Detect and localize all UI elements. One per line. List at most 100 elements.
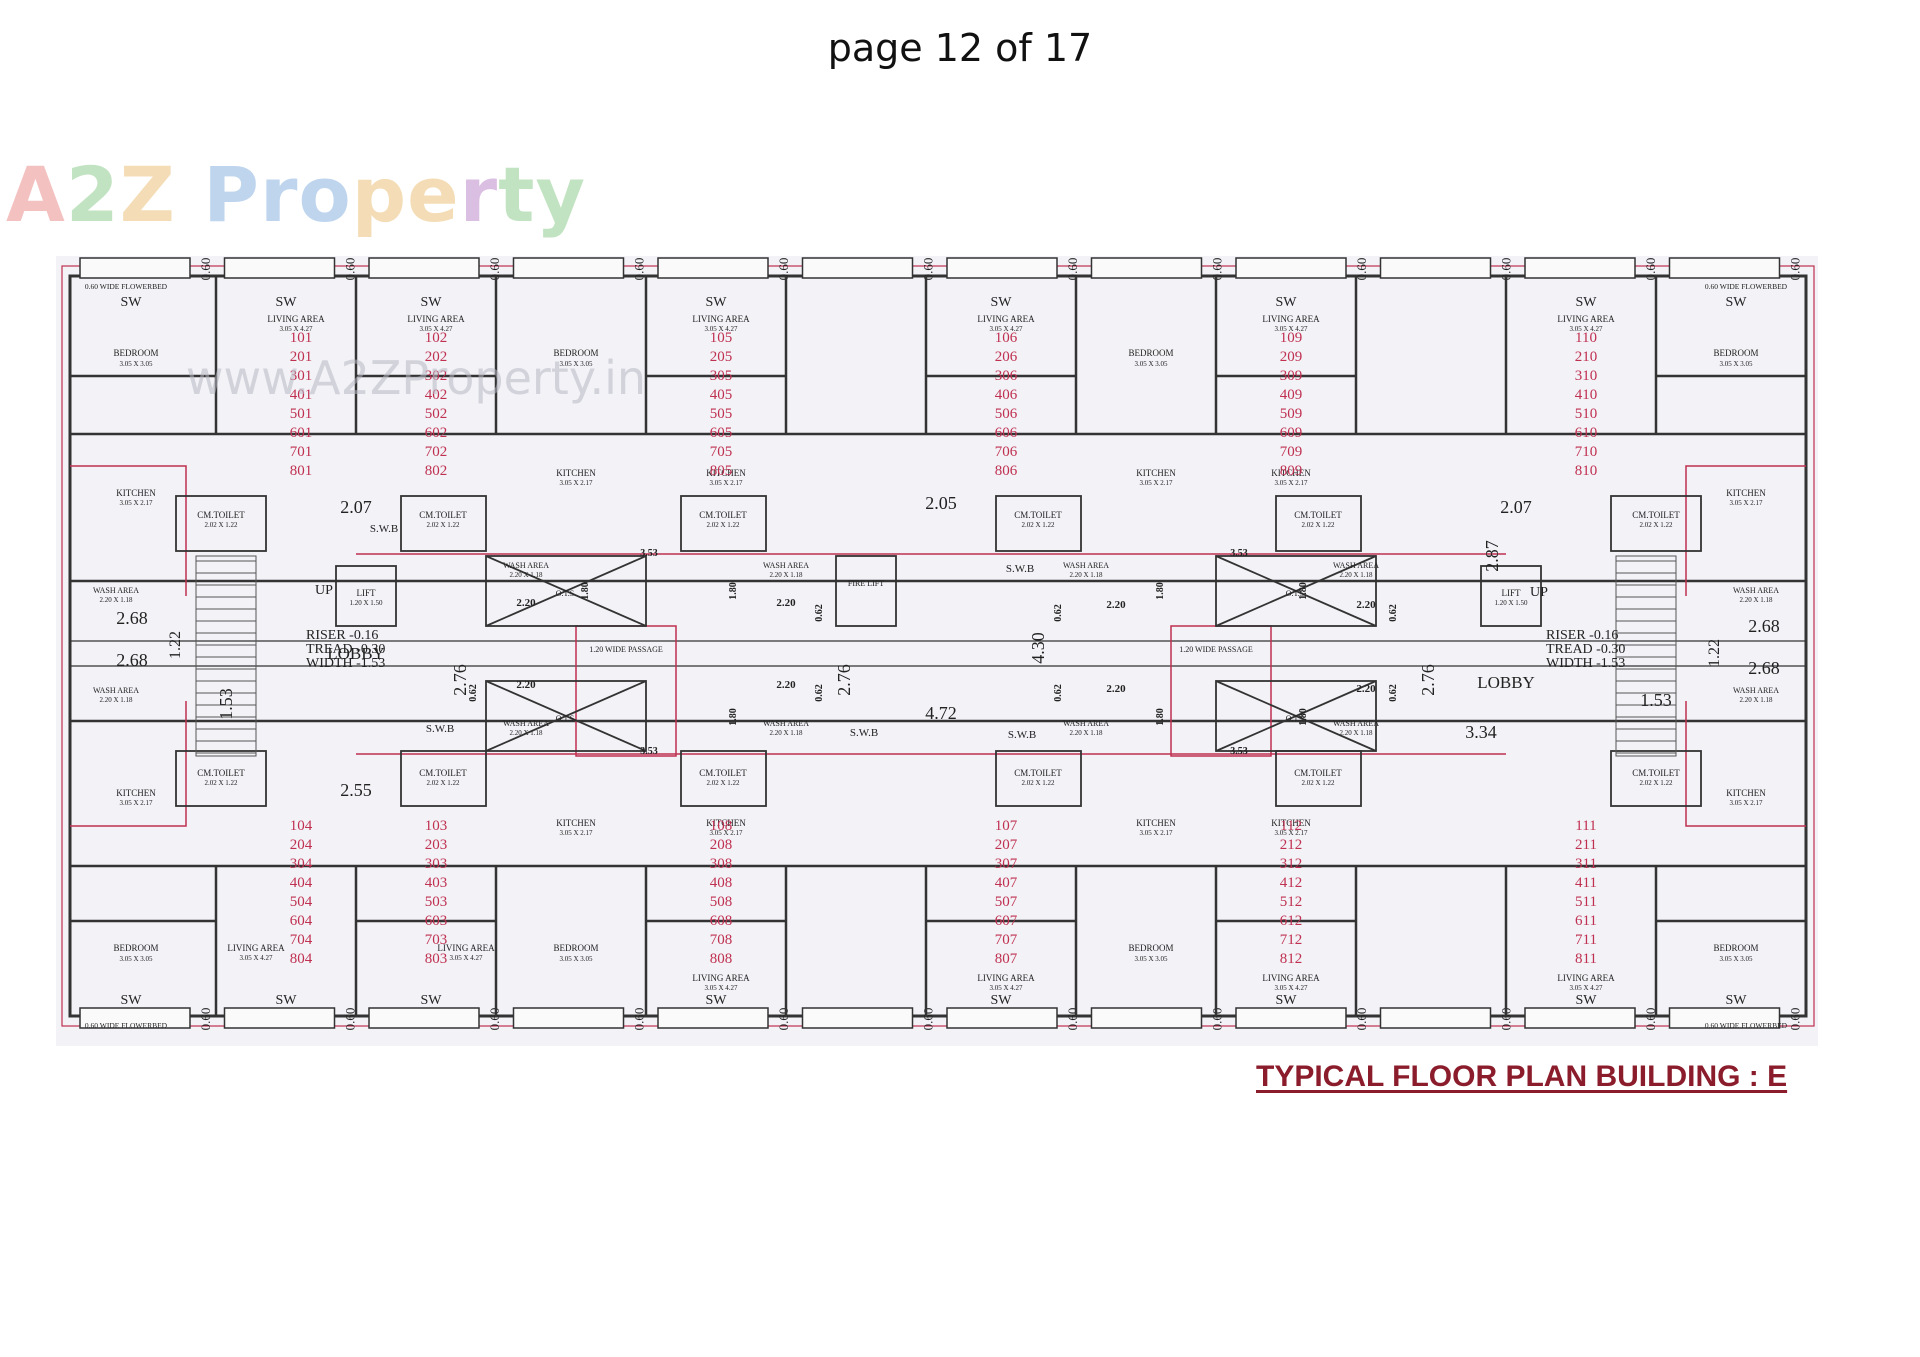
dim-label: 0.62 xyxy=(1388,684,1399,702)
kitchen-size: 3.05 X 2.17 xyxy=(1274,479,1308,487)
flowerbed-box xyxy=(1090,1007,1203,1029)
living-size: 3.05 X 4.27 xyxy=(704,984,738,992)
wash-size: 2.20 X 1.18 xyxy=(769,729,803,737)
dim-label: 2.68 xyxy=(1748,658,1780,678)
lift-size: 1.20 X 1.50 xyxy=(1494,599,1528,607)
living-size: 3.05 X 4.27 xyxy=(989,325,1023,333)
ots-label: O.T.S. xyxy=(1286,714,1307,723)
kitchen-label: KITCHEN xyxy=(706,468,746,478)
dim-label: 0.62 xyxy=(814,604,825,622)
tread-label: TREAD -0.30 xyxy=(306,642,385,657)
bedroom-size: 3.05 X 3.05 xyxy=(1134,360,1168,368)
kitchen-size: 3.05 X 2.17 xyxy=(1729,799,1763,807)
flat-number: 107 xyxy=(995,818,1018,834)
flowerbed-box xyxy=(1090,257,1203,279)
wash-size: 2.20 X 1.18 xyxy=(1069,729,1103,737)
flat-number: 410 xyxy=(1575,387,1598,403)
flowerbed-width-label: 0.60 xyxy=(1354,258,1369,281)
dim-label: 2.20 xyxy=(1106,599,1126,611)
flat-number: 101 xyxy=(290,330,313,346)
wash-size: 2.20 X 1.18 xyxy=(99,596,133,604)
kitchen-label: KITCHEN xyxy=(1136,818,1176,828)
flat-number: 806 xyxy=(995,463,1018,479)
wash-size: 2.20 X 1.18 xyxy=(509,729,543,737)
flowerbed-box xyxy=(801,1007,914,1029)
flat-number: 508 xyxy=(710,894,733,910)
living-size: 3.05 X 4.27 xyxy=(989,984,1023,992)
flowerbed-width-label: 0.60 xyxy=(1354,1008,1369,1031)
dim-label: 1.80 xyxy=(580,582,591,600)
dim-label: 4.72 xyxy=(925,703,957,723)
flowerbed-label: 0.60 WIDE FLOWERBED xyxy=(1705,1021,1788,1030)
flowerbed-box xyxy=(1668,257,1781,279)
site-boundary xyxy=(61,265,1815,1027)
flat-number: 609 xyxy=(1280,425,1303,441)
flowerbed-box xyxy=(946,257,1058,279)
wash-size: 2.20 X 1.18 xyxy=(99,696,133,704)
flowerbed-width-label: 0.60 xyxy=(632,1008,647,1031)
fire-lift-label: FIRE LIFT xyxy=(848,579,884,588)
bedroom-label: BEDROOM xyxy=(1713,348,1758,358)
stair-up-label: UP xyxy=(1530,585,1548,600)
riser-label: RISER -0.16 xyxy=(306,628,378,643)
plan-paper xyxy=(56,256,1818,1046)
toilet-size: 2.02 X 1.22 xyxy=(204,521,238,529)
dim-label: 2.68 xyxy=(116,608,148,628)
flat-number: 504 xyxy=(290,894,313,910)
living-label: LIVING AREA xyxy=(407,314,465,324)
dim-label: 3.34 xyxy=(1465,722,1497,742)
toilet-label: CM.TOILET xyxy=(1632,768,1680,778)
flowerbed-box xyxy=(79,1007,191,1029)
living-label: LIVING AREA xyxy=(977,314,1035,324)
dim-label: 2.20 xyxy=(1356,683,1376,695)
flat-number: 112 xyxy=(1280,818,1302,834)
sw-label: SW xyxy=(1576,993,1598,1008)
flat-number: 505 xyxy=(710,406,733,422)
building-outline xyxy=(68,274,1808,1018)
flat-number: 110 xyxy=(1575,330,1597,346)
sw-label: SW xyxy=(1726,993,1748,1008)
kitchen-size: 3.05 X 2.17 xyxy=(559,829,593,837)
toilet-label: CM.TOILET xyxy=(1294,768,1342,778)
kitchen-size: 3.05 X 2.17 xyxy=(1274,829,1308,837)
flat-number: 409 xyxy=(1280,387,1303,403)
a2z-url-watermark: www.A2ZProperty.in xyxy=(186,351,646,405)
dim-label: 2.87 xyxy=(1482,540,1502,572)
wash-label: WASH AREA xyxy=(763,561,809,570)
flat-number: 708 xyxy=(710,932,733,948)
wash-label: WASH AREA xyxy=(1333,561,1379,570)
kitchen-label: KITCHEN xyxy=(706,818,746,828)
flowerbed-box xyxy=(223,1007,336,1029)
bedroom-label: BEDROOM xyxy=(113,943,158,953)
bedroom-size: 3.05 X 3.05 xyxy=(119,955,153,963)
bedroom-size: 3.05 X 3.05 xyxy=(1719,955,1753,963)
flat-number: 702 xyxy=(425,444,448,460)
flat-number: 710 xyxy=(1575,444,1598,460)
dim-label: 0.62 xyxy=(468,684,479,702)
flat-number: 105 xyxy=(710,330,733,346)
kitchen-size: 3.05 X 2.17 xyxy=(559,479,593,487)
sw-label: SW xyxy=(121,295,143,310)
flat-number: 611 xyxy=(1575,913,1597,929)
dim-label: 0.62 xyxy=(1053,604,1064,622)
flat-number: 406 xyxy=(995,387,1018,403)
toilet-label: CM.TOILET xyxy=(419,510,467,520)
flowerbed-width-label: 0.60 xyxy=(343,258,358,281)
flat-number: 602 xyxy=(425,425,448,441)
swb-label: S.W.B xyxy=(1006,563,1034,575)
dim-label: 1.80 xyxy=(1155,582,1166,600)
flowerbed-width-label: 0.60 xyxy=(198,258,213,281)
dim-label: 1.80 xyxy=(1298,582,1309,600)
dim-label: 1.22 xyxy=(167,631,184,659)
flat-number: 502 xyxy=(425,406,448,422)
living-label: LIVING AREA xyxy=(1262,973,1320,983)
flowerbed-box xyxy=(1524,1007,1636,1029)
swb-label: S.W.B xyxy=(426,723,454,735)
flat-number: 701 xyxy=(290,444,313,460)
flowerbed-width-label: 0.60 xyxy=(921,1008,936,1031)
flat-number: 606 xyxy=(995,425,1018,441)
dim-label: 0.62 xyxy=(814,684,825,702)
flowerbed-width-label: 0.60 xyxy=(1210,258,1225,281)
